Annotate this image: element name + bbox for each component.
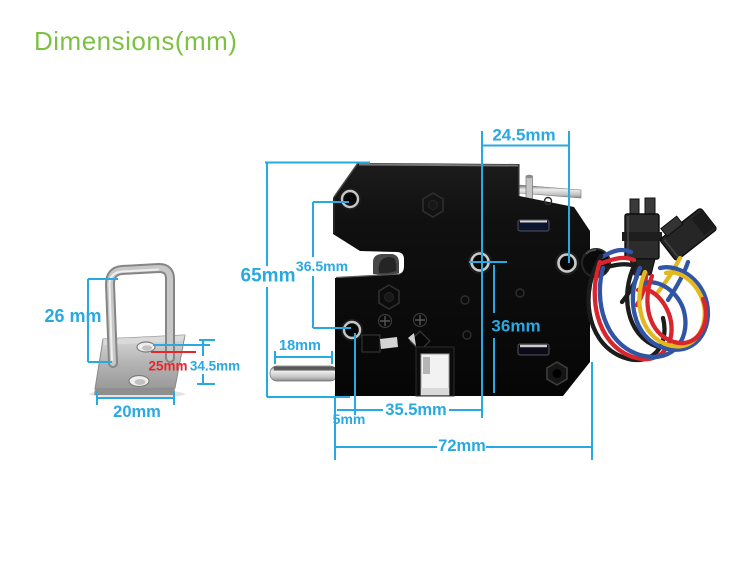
phillips-screws — [377, 312, 428, 329]
dim-label-pin-offset: 24.5mm — [492, 125, 556, 145]
dim-label-shaft-length: 18mm — [279, 337, 321, 354]
lock-shaft — [269, 365, 338, 382]
embossed-details — [378, 192, 553, 340]
dim-label-hole-to-bottom: 36mm — [491, 316, 541, 336]
dim-label-plate-depth: 34.5mm — [189, 357, 241, 373]
strike-bracket-photo — [89, 262, 186, 398]
dim-label-height: 65mm — [240, 265, 296, 287]
dim-label-hole-to-center: 35.5mm — [385, 400, 447, 419]
dim-label-left-hole-spacing: 36.5mm — [295, 258, 349, 274]
dimension-lines-cyan — [87, 131, 593, 460]
side-slots — [517, 219, 550, 356]
lock-body-photo — [269, 162, 611, 397]
solenoid — [415, 346, 455, 397]
dim-label-plate-width: 20mm — [113, 402, 161, 421]
page-title: Dimensions(mm) — [34, 26, 238, 56]
dim-label-edge-to-hole: 5mm — [332, 410, 366, 427]
dim-label-width: 72mm — [438, 436, 486, 455]
dim-label-loop-height: 26 mm — [44, 306, 102, 326]
wire-bundle — [586, 247, 710, 363]
sm-connector-angled — [660, 208, 717, 261]
dim-label-hole-offset: 25mm — [148, 358, 188, 374]
